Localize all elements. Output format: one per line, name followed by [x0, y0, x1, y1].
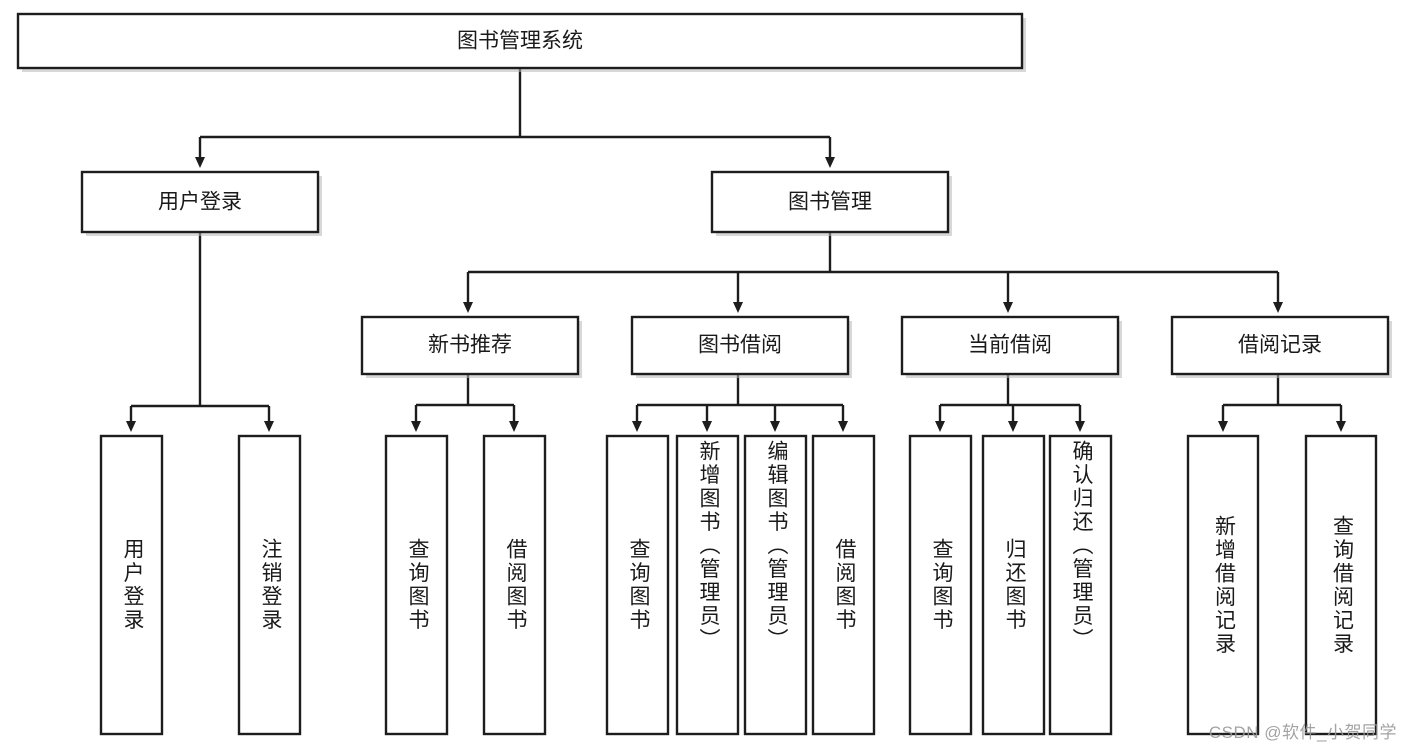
node-new-book-recommend-box[interactable] [360, 315, 580, 376]
node-current-borrow-box[interactable] [900, 315, 1120, 376]
node-book-borrow-box[interactable] [630, 315, 850, 376]
leaf-box-logout[interactable] [237, 434, 302, 736]
node-borrow-records[interactable]: 借阅记录 [1170, 315, 1392, 378]
leaf-box-query-book-cur[interactable] [908, 434, 973, 736]
node-book-borrow-label: 图书借阅 [698, 334, 782, 357]
node-book-management-label: 图书管理 [788, 191, 872, 214]
leaf-box-user-login[interactable] [99, 434, 164, 736]
node-new-book-recommend-label: 新书推荐 [428, 334, 512, 357]
node-root[interactable]: 图书管理系统 [16, 12, 1026, 72]
leaf-box-return-book[interactable] [981, 434, 1046, 736]
node-borrow-records-label: 借阅记录 [1238, 334, 1322, 357]
leaf-box-add-book-admin[interactable] [675, 434, 740, 736]
leaf-box-add-record[interactable] [1186, 434, 1260, 736]
connector-group [126, 68, 1346, 432]
node-borrow-records-box[interactable] [1170, 315, 1390, 376]
node-user-login-label: 用户登录 [158, 191, 242, 214]
node-book-management[interactable]: 图书管理 [710, 170, 952, 236]
leaf-box-edit-book-admin[interactable] [743, 434, 808, 736]
leaf-box-group [99, 434, 1378, 736]
leaf-box-query-book-borrow[interactable] [605, 434, 670, 736]
node-current-borrow-label: 当前借阅 [968, 334, 1052, 357]
node-new-book-recommend[interactable]: 新书推荐 [360, 315, 582, 378]
node-book-management-box[interactable] [710, 170, 950, 234]
leaf-box-query-record[interactable] [1304, 434, 1378, 736]
leaf-box-borrow-book-new[interactable] [482, 434, 547, 736]
node-user-login-box[interactable] [80, 170, 320, 234]
csdn-watermark: CSDN @软件_小贺同学 [1208, 723, 1397, 742]
node-root-label: 图书管理系统 [457, 30, 583, 53]
leaf-box-query-book-new[interactable] [384, 434, 449, 736]
node-current-borrow[interactable]: 当前借阅 [900, 315, 1122, 378]
node-book-borrow[interactable]: 图书借阅 [630, 315, 852, 378]
node-user-login[interactable]: 用户登录 [80, 170, 322, 236]
leaf-box-confirm-return[interactable] [1048, 434, 1113, 736]
leaf-box-borrow-book[interactable] [811, 434, 876, 736]
node-root-box[interactable] [16, 12, 1024, 70]
